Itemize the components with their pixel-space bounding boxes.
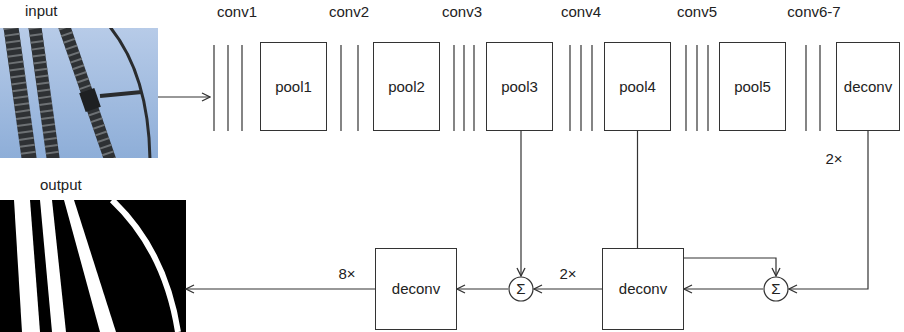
mask-curve xyxy=(112,200,178,332)
rebar-ribs xyxy=(62,28,112,158)
layer-label: conv6-7 xyxy=(787,3,840,21)
connector-arrow xyxy=(520,131,521,276)
connector-arrow xyxy=(684,288,763,289)
sum-symbol: Σ xyxy=(516,280,525,298)
rebar-ribs xyxy=(10,28,30,158)
pool-box: pool2 xyxy=(373,42,440,131)
sum-node: Σ xyxy=(508,276,534,302)
connector-arrow xyxy=(534,288,602,289)
layer-label: conv5 xyxy=(677,3,717,21)
connector-arrow xyxy=(457,288,508,289)
sum-circle-outline xyxy=(764,277,788,301)
conv-line xyxy=(357,45,358,131)
conv-line xyxy=(696,45,697,131)
mask-stripe xyxy=(64,200,116,332)
sum-node: Σ xyxy=(763,276,789,302)
deconv-box: deconv xyxy=(602,248,684,330)
sum-symbol: Σ xyxy=(771,280,780,298)
scale-factor: 2× xyxy=(823,150,844,168)
layer-label: conv2 xyxy=(329,3,369,21)
image-heading: output xyxy=(0,174,186,194)
rebar xyxy=(34,28,54,158)
image-heading: input xyxy=(0,0,158,20)
layer-name: pool3 xyxy=(501,78,538,96)
layer-name: pool5 xyxy=(734,78,771,96)
layer-name: pool2 xyxy=(388,78,425,96)
conv-line xyxy=(340,45,341,131)
coupler xyxy=(79,88,101,112)
conv-line xyxy=(819,45,820,131)
deconv-box: deconv xyxy=(375,248,457,330)
layer-label: conv3 xyxy=(442,3,482,21)
conv-line xyxy=(580,45,581,131)
layer-name: deconv xyxy=(392,280,440,298)
layer-name: pool4 xyxy=(619,78,656,96)
conv-line xyxy=(805,45,806,131)
cross-bar xyxy=(100,92,142,96)
rebar xyxy=(62,28,112,158)
conv-line xyxy=(591,45,592,131)
conv-line xyxy=(473,45,474,131)
connector-arrow xyxy=(789,131,868,289)
pool-box: pool5 xyxy=(719,42,786,131)
layer-label: conv1 xyxy=(217,3,257,21)
conv-line xyxy=(569,45,570,131)
rebar-ribs xyxy=(34,28,54,158)
output-image: output xyxy=(0,174,186,332)
conv-line xyxy=(227,45,228,131)
input-photo xyxy=(0,28,158,158)
scale-factor: 8× xyxy=(336,265,357,283)
layer-label: conv4 xyxy=(561,3,601,21)
rebar xyxy=(10,28,30,158)
pool-box: pool1 xyxy=(260,42,327,131)
scale-factor: 2× xyxy=(557,265,578,283)
conv-line xyxy=(463,45,464,131)
sum-circle-outline xyxy=(509,277,533,301)
connector-arrow xyxy=(186,288,375,289)
pool-box: pool4 xyxy=(604,42,671,131)
mask-stripe xyxy=(40,200,66,332)
input-arrow xyxy=(158,96,210,97)
output-mask xyxy=(0,200,186,332)
conv-line xyxy=(453,45,454,131)
deconv-box: deconv xyxy=(836,42,900,131)
layer-name: pool1 xyxy=(275,78,312,96)
conv-line xyxy=(685,45,686,131)
conv-line xyxy=(707,45,708,131)
input-image: input xyxy=(0,0,158,158)
conv-line xyxy=(213,45,214,131)
layer-name: deconv xyxy=(619,280,667,298)
layer-name: deconv xyxy=(844,78,892,96)
mask-stripe xyxy=(14,200,40,332)
pool-box: pool3 xyxy=(486,42,553,131)
conv-line xyxy=(241,45,242,131)
mask-ground xyxy=(0,200,186,332)
